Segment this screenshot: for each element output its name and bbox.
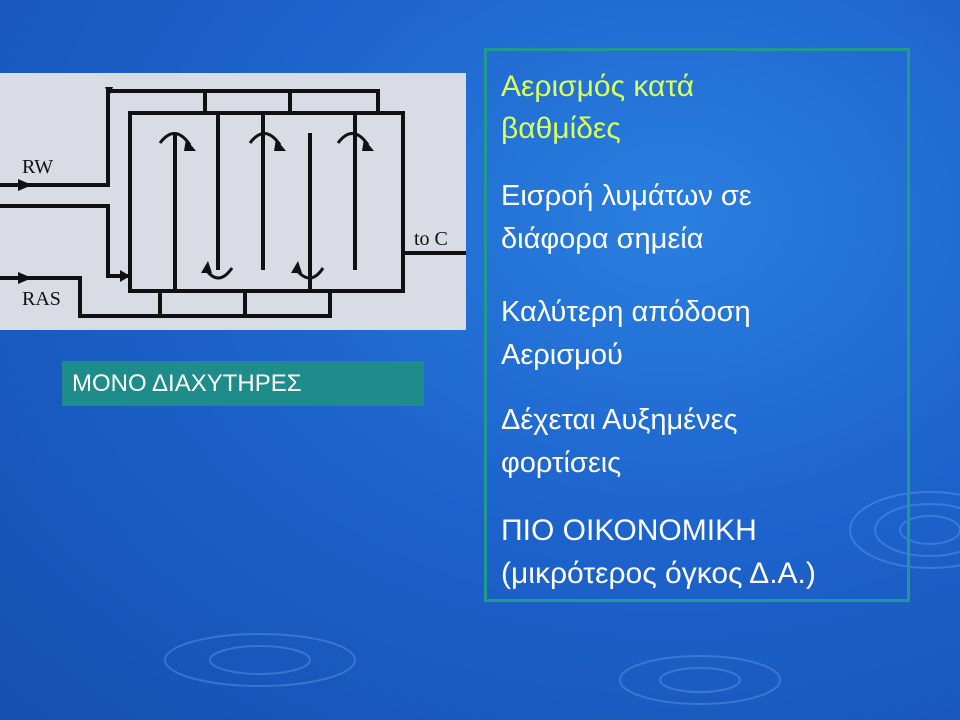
diagram-svg: RW RAS to C <box>0 87 466 318</box>
diffusers-only-caption: ΜΟΝΟ ΔΙΑΧΥΤΗΡΕΣ <box>62 361 424 406</box>
item-4-line-1: ΠΙΟ ΟΙΚΟΝΟΜΙΚΗ <box>501 514 757 547</box>
item-3-line-2: φορτίσεις <box>501 447 622 479</box>
ras-label: RAS <box>22 288 61 310</box>
item-3-line-1: Δέχεται Αυξημένες <box>501 404 738 436</box>
step-aeration-diagram: RW RAS to C <box>0 73 466 330</box>
item-4-line-2: (μικρότερος όγκος Δ.Α.) <box>501 557 816 590</box>
rw-label: RW <box>22 156 53 178</box>
slide-title-line-1: Αερισμός κατά <box>501 70 695 103</box>
to-clarifier-label: to C <box>414 228 448 250</box>
item-2-line-2: Αερισμού <box>501 339 623 371</box>
slide-title-line-2: βαθμίδες <box>501 112 621 145</box>
item-1-line-2: διάφορα σημεία <box>501 223 704 255</box>
bullet-text-panel: Αερισμός κατά βαθμίδες Εισροή λυμάτων σε… <box>484 48 910 602</box>
item-2-line-1: Καλύτερη απόδοση <box>501 296 751 328</box>
item-1-line-1: Εισροή λυμάτων σε <box>501 180 752 212</box>
